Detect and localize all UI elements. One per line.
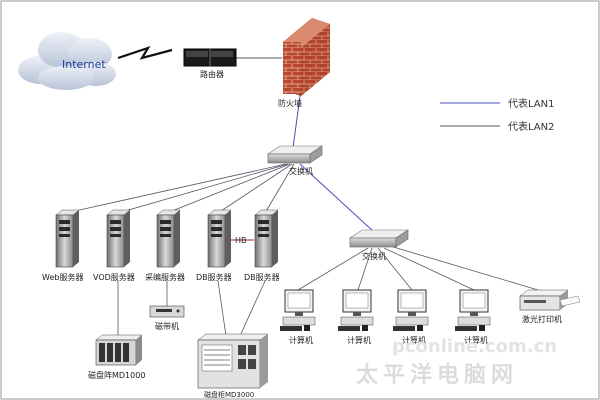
link-sub-switch	[299, 163, 375, 233]
connections	[65, 46, 539, 337]
storage-cabinet-device: 磁盘柜MD3000	[197, 333, 269, 399]
link-web-server	[65, 163, 287, 214]
printer-label: 激光打印机	[522, 314, 562, 324]
cap-server: 采编服务器	[145, 209, 185, 282]
link-printer	[389, 245, 539, 291]
pc-1: 计算机	[280, 289, 316, 345]
sub-switch-device: 交换机	[349, 229, 409, 261]
link-pc3	[377, 247, 413, 291]
pc-3: 计算机	[393, 289, 429, 345]
vod-server: VOD服务器	[93, 209, 135, 282]
internet-label: Internet	[62, 58, 106, 71]
link-cap-server	[166, 163, 291, 214]
link-vod-server	[117, 163, 289, 214]
pc-2-label: 计算机	[347, 335, 371, 345]
web-server-label: Web服务器	[42, 272, 83, 282]
pc-1-label: 计算机	[289, 335, 313, 345]
watermark-url: pconline.com.cn	[392, 336, 557, 357]
db-server-2: DB服务器	[244, 209, 280, 282]
core-switch-label: 交换机	[289, 166, 313, 176]
link-pc4	[383, 247, 475, 291]
pc-4-label: 计算机	[464, 335, 488, 345]
link-db-server-1	[217, 163, 293, 214]
firewall-switch-link	[292, 95, 301, 149]
cap-server-label: 采编服务器	[145, 272, 185, 282]
router-label: 路由器	[200, 69, 224, 79]
link-db-server-2	[264, 163, 295, 214]
link-pc1	[297, 247, 369, 291]
link-cabinet-2	[239, 280, 266, 337]
router-device: 路由器	[183, 48, 237, 79]
watermark-site-name: 太平洋电脑网	[356, 362, 518, 388]
sub-switch-label: 交换机	[362, 251, 386, 261]
printer-device: 激光打印机	[519, 289, 581, 324]
core-switch-device: 交换机	[267, 145, 323, 176]
wan-link	[117, 46, 173, 60]
legend: 代表LAN1 代表LAN2	[440, 97, 554, 133]
web-server: Web服务器	[42, 209, 83, 282]
ha-link-label: HB	[235, 236, 247, 245]
tape-drive-device: 磁带机	[149, 305, 185, 331]
pc-2: 计算机	[338, 289, 374, 345]
firewall-device: 防火墙	[278, 18, 330, 108]
internet-cloud: Internet	[18, 32, 116, 90]
pc-3-label: 计算机	[402, 335, 426, 345]
link-pc2	[357, 247, 373, 291]
watermark: pconline.com.cn 太平洋电脑网	[356, 336, 557, 388]
link-cabinet-1	[217, 280, 227, 337]
disk-array-label: 磁盘阵MD1000	[88, 370, 145, 380]
pc-4: 计算机	[455, 289, 491, 345]
vod-server-label: VOD服务器	[93, 272, 135, 282]
storage-cabinet-label: 磁盘柜MD3000	[204, 390, 254, 399]
db-server-2-label: DB服务器	[244, 272, 280, 282]
disk-array-device: 磁盘阵MD1000	[88, 334, 145, 380]
db-server-1-label: DB服务器	[196, 272, 232, 282]
firewall-label: 防火墙	[278, 98, 302, 108]
legend-lan2-label: 代表LAN2	[508, 120, 554, 133]
db-server-1: DB服务器	[196, 209, 232, 282]
tape-drive-label: 磁带机	[155, 321, 179, 331]
legend-lan1-label: 代表LAN1	[508, 97, 554, 110]
